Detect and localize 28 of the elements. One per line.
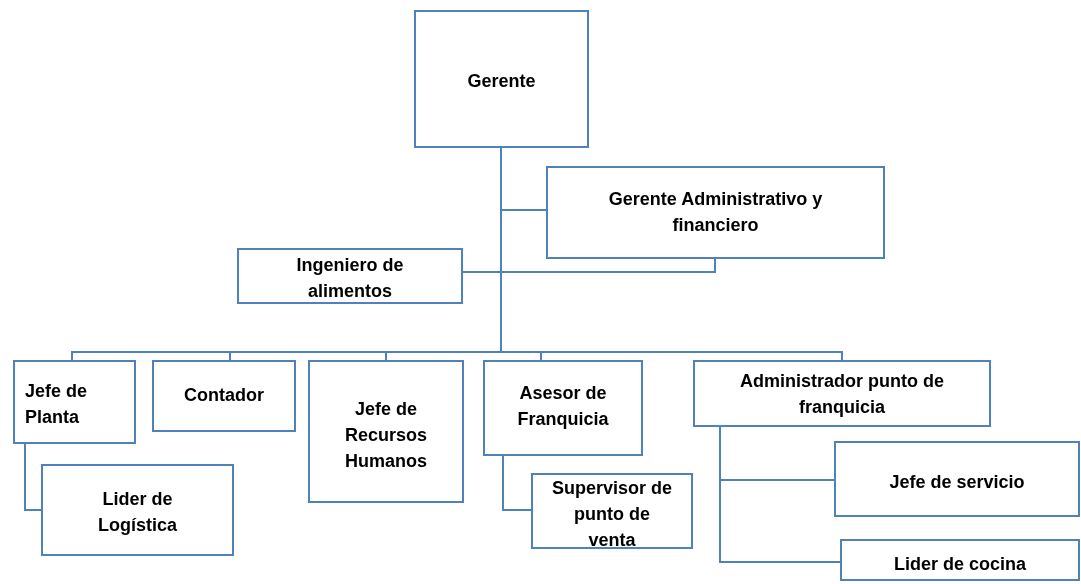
org-box <box>414 10 589 148</box>
role-title: Lider de cocina <box>892 553 1027 576</box>
connector-line <box>719 426 841 563</box>
org-box <box>41 464 234 556</box>
role-title: Gerente <box>466 70 537 93</box>
connector-line <box>502 455 532 511</box>
role-title: Gerente Administrativo y financiero <box>607 188 824 237</box>
org-box <box>152 360 296 432</box>
org-box <box>531 473 693 549</box>
org-box <box>546 166 885 259</box>
role-title: Jefe de servicio <box>888 471 1026 494</box>
org-box <box>13 360 136 444</box>
org-box <box>840 539 1080 581</box>
connector-line <box>24 443 42 511</box>
role-title: Supervisor de punto de venta <box>550 477 673 552</box>
role-title: Jefe de Planta <box>25 380 89 429</box>
role-title: Lider de Logística <box>97 488 178 537</box>
org-box <box>237 248 463 304</box>
role-title: Ingeniero de alimentos <box>295 254 405 303</box>
role-title: Contador <box>183 384 265 407</box>
role-title: Jefe de Recursos Humanos <box>343 398 428 473</box>
org-box <box>834 441 1080 517</box>
org-box <box>483 360 643 456</box>
connector-line <box>462 258 716 273</box>
role-title: Administrador punto de franquicia <box>739 370 945 419</box>
org-box <box>693 360 991 427</box>
role-title: Asesor de Franquicia <box>516 382 610 431</box>
org-box <box>308 360 464 503</box>
